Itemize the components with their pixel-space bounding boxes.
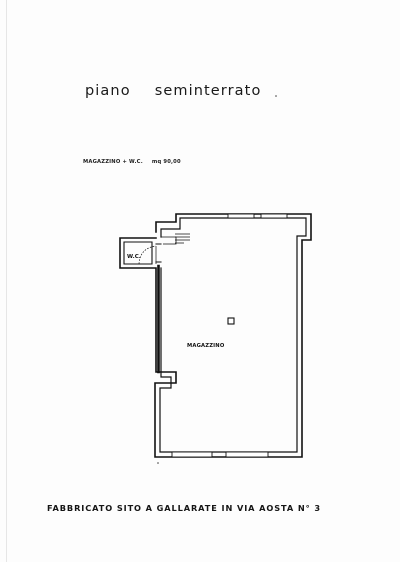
inner-wall	[159, 217, 307, 453]
page-title: piano seminterrato	[85, 83, 261, 99]
wc-walls	[123, 241, 153, 265]
title-word-floor: piano	[85, 83, 131, 99]
window-top-left	[227, 213, 255, 219]
storage-label: MAGAZZINO	[187, 343, 225, 349]
pillar	[227, 317, 235, 325]
wc-label: W.C.	[127, 254, 141, 260]
speck	[275, 95, 277, 97]
window-bottom-2	[225, 451, 269, 458]
entrance-steps	[175, 233, 190, 244]
sheet-caption: FABBRICATO SITO A GALLARATE IN VIA AOSTA…	[47, 503, 321, 513]
window-top-right	[260, 213, 288, 219]
speck	[157, 462, 159, 464]
outer-wall	[119, 213, 312, 458]
title-word-level: seminterrato	[154, 83, 262, 99]
window-bottom-1	[171, 451, 213, 458]
wc-partition	[155, 243, 162, 263]
sheet-edge	[6, 0, 7, 562]
legend-description: MAGAZZINO + W.C.	[83, 159, 143, 165]
door-swing	[138, 245, 157, 265]
area-legend: MAGAZZINO + W.C. mq 90,00	[83, 159, 181, 165]
legend-area: mq 90,00	[151, 159, 181, 165]
entry-gap	[161, 236, 177, 245]
